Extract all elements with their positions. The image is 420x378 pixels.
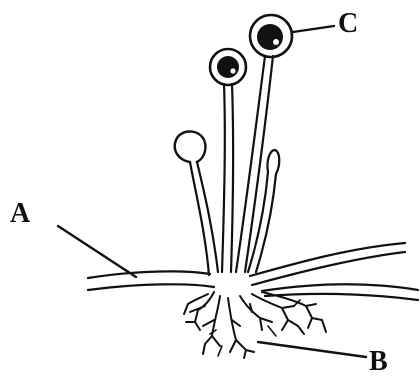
leader-line-a	[58, 226, 136, 277]
sporangium-large	[250, 15, 292, 57]
label-c: C	[338, 8, 358, 39]
label-a: A	[10, 198, 31, 229]
sporangiophores	[175, 56, 280, 275]
leader-line-b	[258, 342, 366, 357]
leader-line-c	[293, 26, 334, 32]
label-b: B	[369, 346, 388, 377]
sporangium-small	[210, 49, 246, 85]
